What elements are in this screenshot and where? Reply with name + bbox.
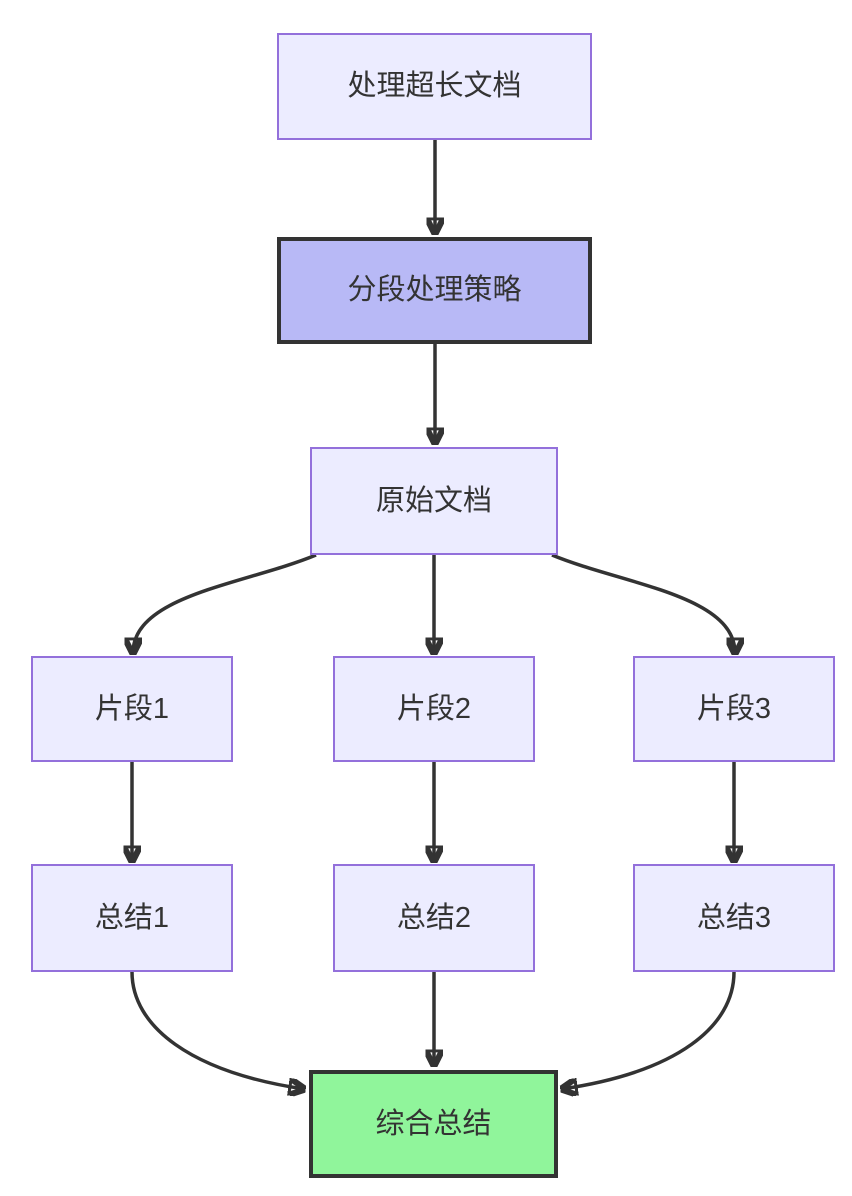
edge-original-segment1 xyxy=(133,553,317,653)
edge-summary3-final xyxy=(562,971,736,1089)
node-final-summary: 综合总结 xyxy=(309,1070,558,1178)
edge-original-segment3 xyxy=(551,553,735,653)
edge-summary1-final xyxy=(130,971,304,1089)
node-process-long-doc: 处理超长文档 xyxy=(277,33,592,140)
node-segmentation-strategy: 分段处理策略 xyxy=(277,237,592,344)
node-segment-2: 片段2 xyxy=(333,656,535,762)
node-summary-1: 总结1 xyxy=(31,864,233,972)
node-summary-2: 总结2 xyxy=(333,864,535,972)
node-summary-3: 总结3 xyxy=(633,864,835,972)
node-original-document: 原始文档 xyxy=(310,447,558,555)
node-segment-3: 片段3 xyxy=(633,656,835,762)
node-segment-1: 片段1 xyxy=(31,656,233,762)
